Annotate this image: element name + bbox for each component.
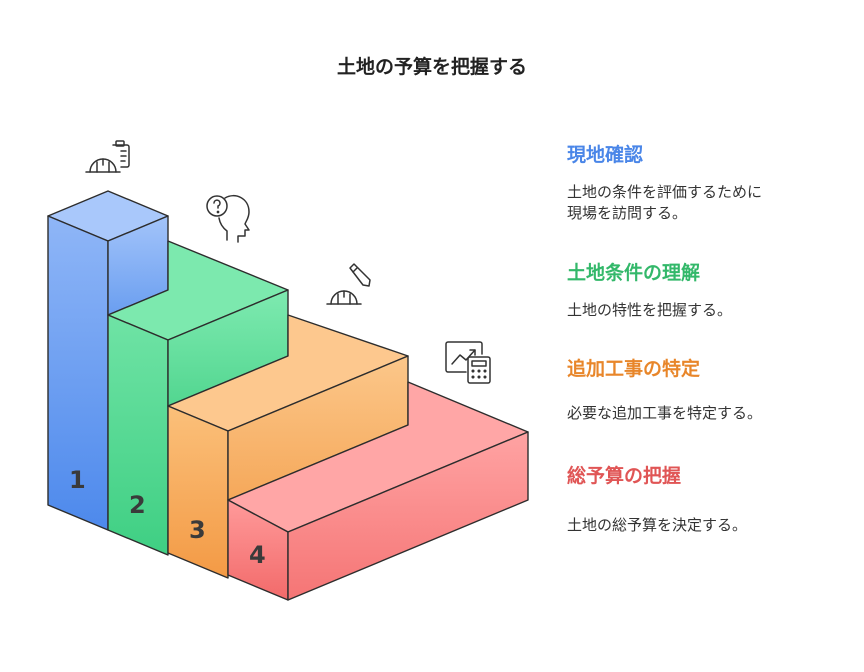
step-1-block — [47, 190, 169, 531]
step-3-description: 必要な追加工事を特定する。 — [567, 404, 763, 422]
step-4-number: 4 — [249, 541, 266, 569]
step-1-description: 土地の条件を評価するために現場を訪問する。 — [567, 183, 763, 222]
step-2-title: 土地条件の理解 — [567, 262, 701, 284]
step-2-block — [107, 240, 289, 556]
step-3-block — [167, 314, 409, 579]
step-3-title: 追加工事の特定 — [567, 358, 701, 380]
step-4-description: 土地の総予算を決定する。 — [567, 516, 748, 534]
step-2-number: 2 — [129, 491, 146, 519]
step-4-block — [227, 381, 529, 601]
step-3-number: 3 — [189, 516, 206, 544]
diagram-title: 土地の予算を把握する — [336, 56, 527, 78]
step-1-title: 現地確認 — [567, 144, 644, 166]
hardhat-pencil-icon — [326, 263, 371, 305]
hardhat-clipboard-icon — [85, 140, 130, 173]
chart-calculator-icon — [445, 341, 491, 384]
step-4-title: 総予算の把握 — [567, 465, 682, 487]
thinking-head-icon — [206, 194, 250, 243]
step-1-number: 1 — [69, 466, 86, 494]
step-2-description: 土地の特性を把握する。 — [567, 301, 733, 319]
